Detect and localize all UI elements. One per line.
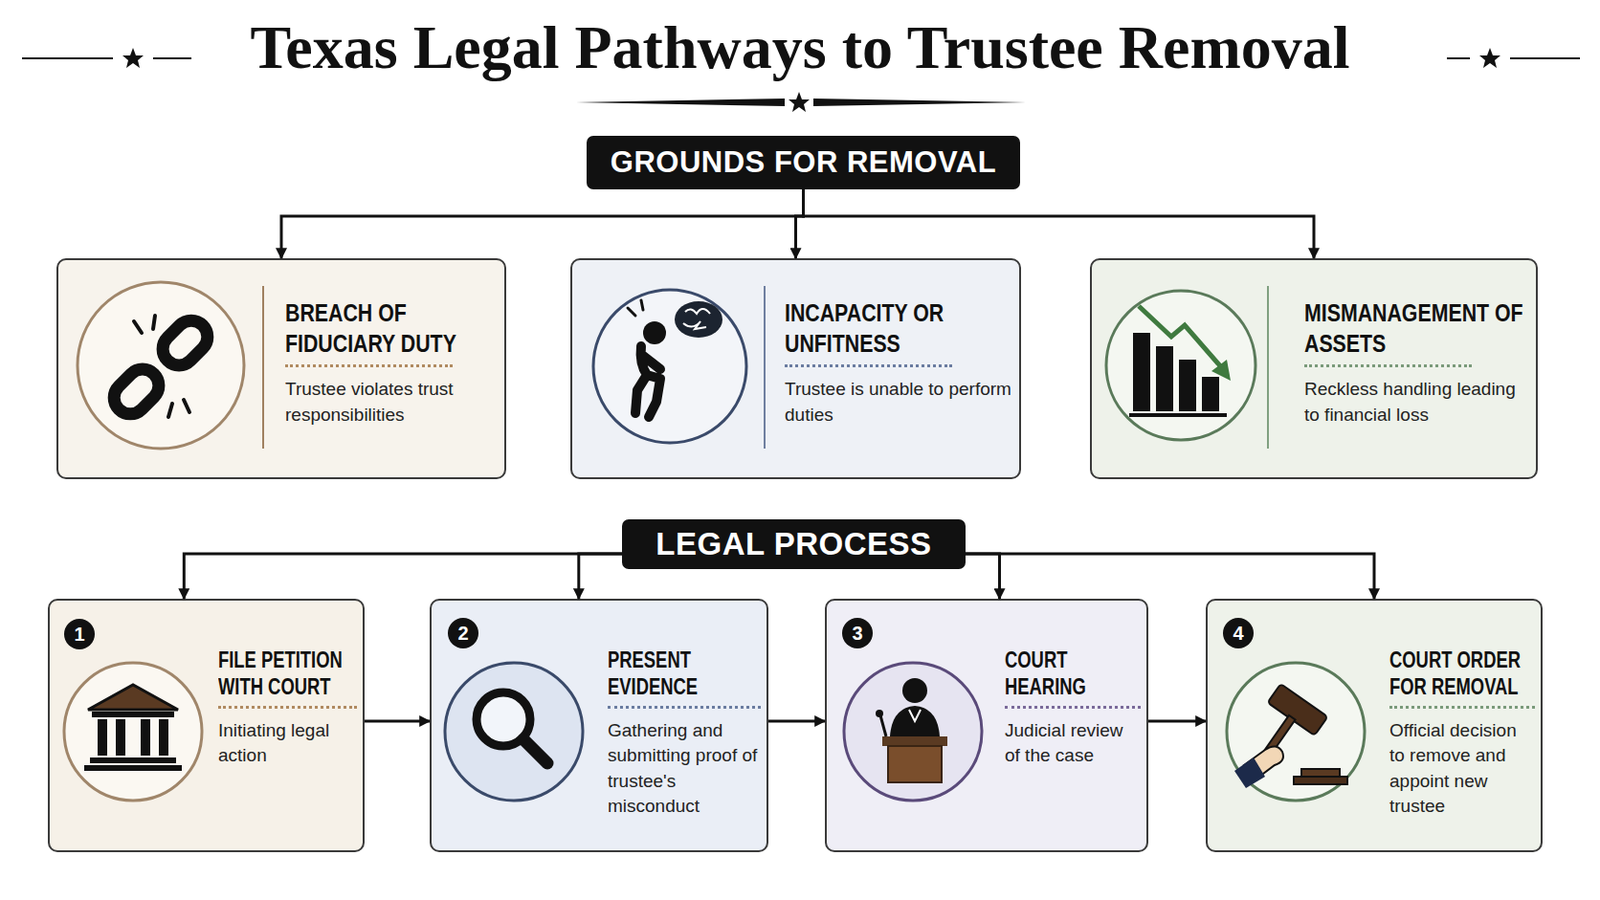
flow-arrow: [803, 189, 1315, 259]
box-heading: COURT ORDER FOR REMOVAL: [1389, 646, 1535, 701]
dotted-rule: [784, 364, 953, 368]
dotted-rule: [218, 706, 357, 710]
section-title: LEGAL PROCESS: [655, 526, 932, 563]
dotted-rule: [1304, 364, 1472, 368]
text-column: MISMANAGEMENT OF ASSETS Reckless handling…: [1304, 298, 1531, 428]
process-box: INCAPACITY OR UNFITNESS Trustee is unable…: [570, 258, 1022, 480]
flow-arrow: [768, 720, 825, 724]
text-column: PRESENT EVIDENCE Gathering and submitting…: [607, 646, 761, 820]
box-body: Trustee violates trust responsibilities: [285, 377, 499, 427]
judge-icon: [844, 663, 982, 801]
box-heading: PRESENT EVIDENCE: [607, 646, 761, 701]
box-body: Official decision to remove and appoint …: [1389, 718, 1535, 820]
dotted-rule: [1004, 706, 1141, 710]
process-box: MISMANAGEMENT OF ASSETS Reckless handling…: [1089, 258, 1538, 480]
text-column: COURT ORDER FOR REMOVAL Official decision…: [1389, 646, 1535, 820]
section-title: GROUNDS FOR REMOVAL: [610, 145, 997, 180]
process-box: COURT HEARING Judicial review of the case: [824, 599, 1149, 853]
broken-chain-icon: [77, 282, 245, 449]
flow-arrow: [965, 554, 1375, 600]
process-box: BREACH OF FIDUCIARY DUTY Trustee violates…: [56, 258, 507, 480]
dotted-rule: [285, 364, 453, 368]
callout-number: 1: [64, 619, 95, 650]
diagram-title: Texas Legal Pathways to Trustee Removal: [0, 9, 1600, 87]
divider-line: [263, 286, 1268, 449]
incapacity-icon: [593, 289, 747, 444]
box-body: Judicial review of the case: [1004, 718, 1141, 769]
section-header: GROUNDS FOR REMOVAL: [586, 135, 1021, 190]
box-heading: BREACH OF FIDUCIARY DUTY: [285, 298, 499, 359]
flow-arrow: [965, 554, 1000, 600]
text-column: BREACH OF FIDUCIARY DUTY Trustee violates…: [285, 298, 499, 428]
callout-number: 2: [447, 618, 479, 649]
box-body: Reckless handling leading to financial l…: [1304, 377, 1531, 427]
courthouse-icon: [64, 663, 202, 801]
box-heading: COURT HEARING: [1004, 646, 1141, 701]
box-body: Trustee is unable to perform duties: [784, 377, 1014, 427]
process-box: COURT ORDER FOR REMOVAL Official decision…: [1205, 599, 1543, 853]
process-box: PRESENT EVIDENCE Gathering and submitting…: [429, 599, 769, 853]
box-heading: FILE PETITION WITH COURT: [218, 646, 357, 701]
magnifier-icon: [444, 663, 583, 801]
step-badge: [64, 618, 1254, 650]
text-column: INCAPACITY OR UNFITNESS Trustee is unable…: [784, 298, 1014, 428]
title-ornament: [22, 47, 1580, 112]
flow-arrow: [364, 720, 430, 724]
box-heading: MISMANAGEMENT OF ASSETS: [1304, 298, 1531, 359]
process-box: FILE PETITION WITH COURT Initiating legal…: [47, 599, 365, 853]
flow-arrow: [796, 189, 804, 259]
box-body: Gathering and submitting proof of truste…: [607, 718, 761, 820]
dotted-rule: [607, 706, 761, 710]
flow-arrow: [183, 554, 623, 600]
declining-chart-icon: [1106, 290, 1256, 441]
flow-arrow: [281, 189, 804, 259]
section-header: LEGAL PROCESS: [622, 519, 966, 570]
dotted-rule: [1389, 706, 1535, 710]
box-body: Initiating legal action: [218, 718, 357, 769]
gavel-icon: [1226, 663, 1365, 801]
flow-arrow: [1148, 720, 1206, 724]
text-column: FILE PETITION WITH COURT Initiating legal…: [218, 646, 357, 770]
box-heading: INCAPACITY OR UNFITNESS: [784, 298, 1014, 359]
text-column: COURT HEARING Judicial review of the case: [1004, 646, 1141, 770]
flow-arrow: [578, 554, 623, 600]
callout-number: 3: [842, 618, 873, 649]
callout-number: 4: [1222, 618, 1254, 649]
